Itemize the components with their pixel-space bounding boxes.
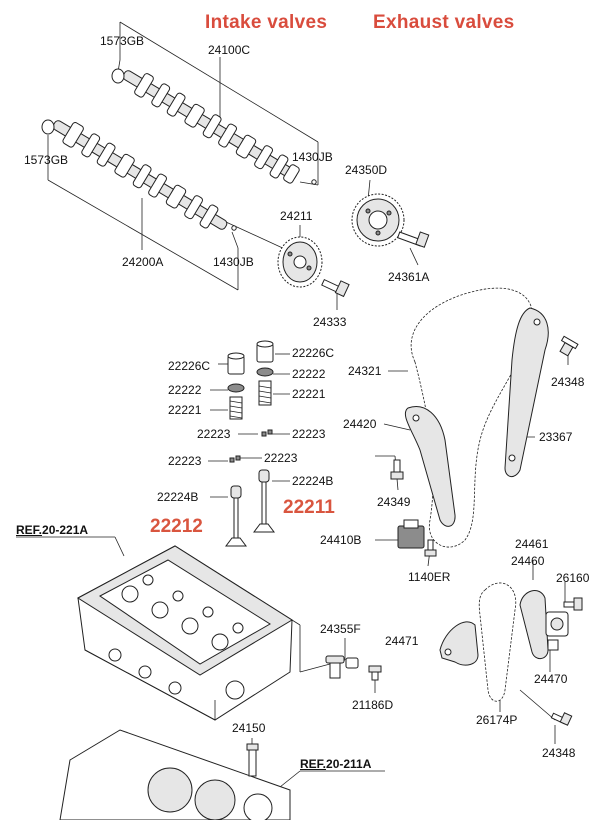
- valve-train: [225, 340, 275, 547]
- ref-cylinder-block[interactable]: REF.20-211A: [300, 758, 371, 770]
- part-label-22226c-right[interactable]: 22226C: [292, 346, 335, 360]
- part-label-24355f[interactable]: 24355F: [320, 622, 361, 636]
- bolt-21186d: [368, 665, 382, 681]
- part-label-24461[interactable]: 24461: [515, 537, 549, 551]
- highlight-part-22211: 22211: [283, 497, 335, 518]
- part-label-24321[interactable]: 24321: [348, 364, 382, 378]
- part-label-1430jb-low[interactable]: 1430JB: [213, 255, 254, 269]
- part-label-1140er[interactable]: 1140ER: [408, 570, 451, 584]
- part-label-1573gb-top[interactable]: 1573GB: [100, 34, 145, 48]
- bolt-24348-bottom: [550, 712, 573, 726]
- part-label-24348-bottom[interactable]: 24348: [542, 746, 576, 760]
- cvvt-sprocket: [351, 193, 405, 247]
- plug-left: [41, 119, 55, 135]
- bolt-24361a: [397, 231, 430, 248]
- part-label-24350d[interactable]: 24350D: [345, 163, 388, 177]
- bolt-1140er: [424, 539, 437, 557]
- ref-cylinder-head[interactable]: REF.20-221A: [16, 524, 88, 536]
- part-label-24361a[interactable]: 24361A: [388, 270, 430, 284]
- part-label-1430jb-right[interactable]: 1430JB: [292, 150, 333, 164]
- part-label-22222-left[interactable]: 22222: [168, 383, 202, 397]
- ref-prefix: REF.: [300, 757, 327, 771]
- part-label-26160[interactable]: 26160: [556, 571, 590, 585]
- ref-code: 20-221A: [42, 523, 89, 537]
- intake-camshaft: [122, 70, 300, 184]
- part-label-24200a[interactable]: 24200A: [122, 255, 164, 269]
- part-label-24150[interactable]: 24150: [232, 721, 266, 735]
- timing-chain: [410, 287, 533, 548]
- header-intake-valves: Intake valves: [205, 12, 328, 33]
- part-label-22223-b[interactable]: 22223: [292, 427, 326, 441]
- part-label-24410b[interactable]: 24410B: [320, 533, 362, 547]
- part-label-22223-d[interactable]: 22223: [264, 451, 298, 465]
- part-label-22226c-left[interactable]: 22226C: [168, 359, 211, 373]
- bolt-24348-top: [559, 335, 579, 357]
- part-label-22222-right[interactable]: 22222: [292, 367, 326, 381]
- exhaust-sprocket: [277, 236, 323, 288]
- chain-guide-24471: [439, 621, 479, 666]
- part-label-22224b-left[interactable]: 22224B: [157, 490, 199, 504]
- cylinder-block: [59, 729, 291, 820]
- part-label-24333[interactable]: 24333: [313, 315, 347, 329]
- oil-pump-chain: [478, 582, 517, 702]
- part-label-24470[interactable]: 24470: [534, 672, 568, 686]
- spring-tensioner-24470: [545, 611, 569, 651]
- cylinder-head: [77, 545, 293, 721]
- part-label-23367[interactable]: 23367: [539, 430, 573, 444]
- bolt-24349: [390, 459, 404, 480]
- part-label-24471[interactable]: 24471: [385, 634, 419, 648]
- chain-guide-23367: [504, 307, 549, 477]
- chain-guide-24420: [404, 406, 456, 527]
- tensioner-24410b: [397, 519, 425, 549]
- part-label-22224b-right[interactable]: 22224B: [292, 474, 334, 488]
- bolt-26160: [563, 597, 583, 611]
- part-label-24460[interactable]: 24460: [511, 554, 545, 568]
- bolt-24333: [321, 278, 350, 298]
- part-label-24420[interactable]: 24420: [343, 417, 377, 431]
- ref-code: 20-211A: [326, 757, 372, 771]
- part-label-22221-right[interactable]: 22221: [292, 387, 326, 401]
- part-label-1573gb-left[interactable]: 1573GB: [24, 153, 69, 167]
- part-label-24211[interactable]: 24211: [280, 209, 313, 223]
- plug-top: [111, 68, 125, 84]
- part-label-21186d[interactable]: 21186D: [352, 698, 394, 712]
- highlight-part-22212: 22212: [150, 516, 203, 537]
- tensioner-arm-24460: [519, 590, 549, 659]
- part-label-22223-a[interactable]: 22223: [197, 427, 231, 441]
- header-exhaust-valves: Exhaust valves: [373, 12, 515, 33]
- part-label-24349[interactable]: 24349: [377, 495, 411, 509]
- sensor-24355f: [325, 655, 359, 679]
- part-label-24100c[interactable]: 24100C: [208, 43, 251, 57]
- part-label-24348-top[interactable]: 24348: [551, 375, 585, 389]
- part-label-22221-left[interactable]: 22221: [168, 403, 202, 417]
- ref-prefix: REF.: [16, 523, 43, 537]
- part-label-22223-c[interactable]: 22223: [168, 454, 202, 468]
- exhaust-camshaft: [52, 120, 228, 230]
- part-label-26174p[interactable]: 26174P: [476, 713, 518, 727]
